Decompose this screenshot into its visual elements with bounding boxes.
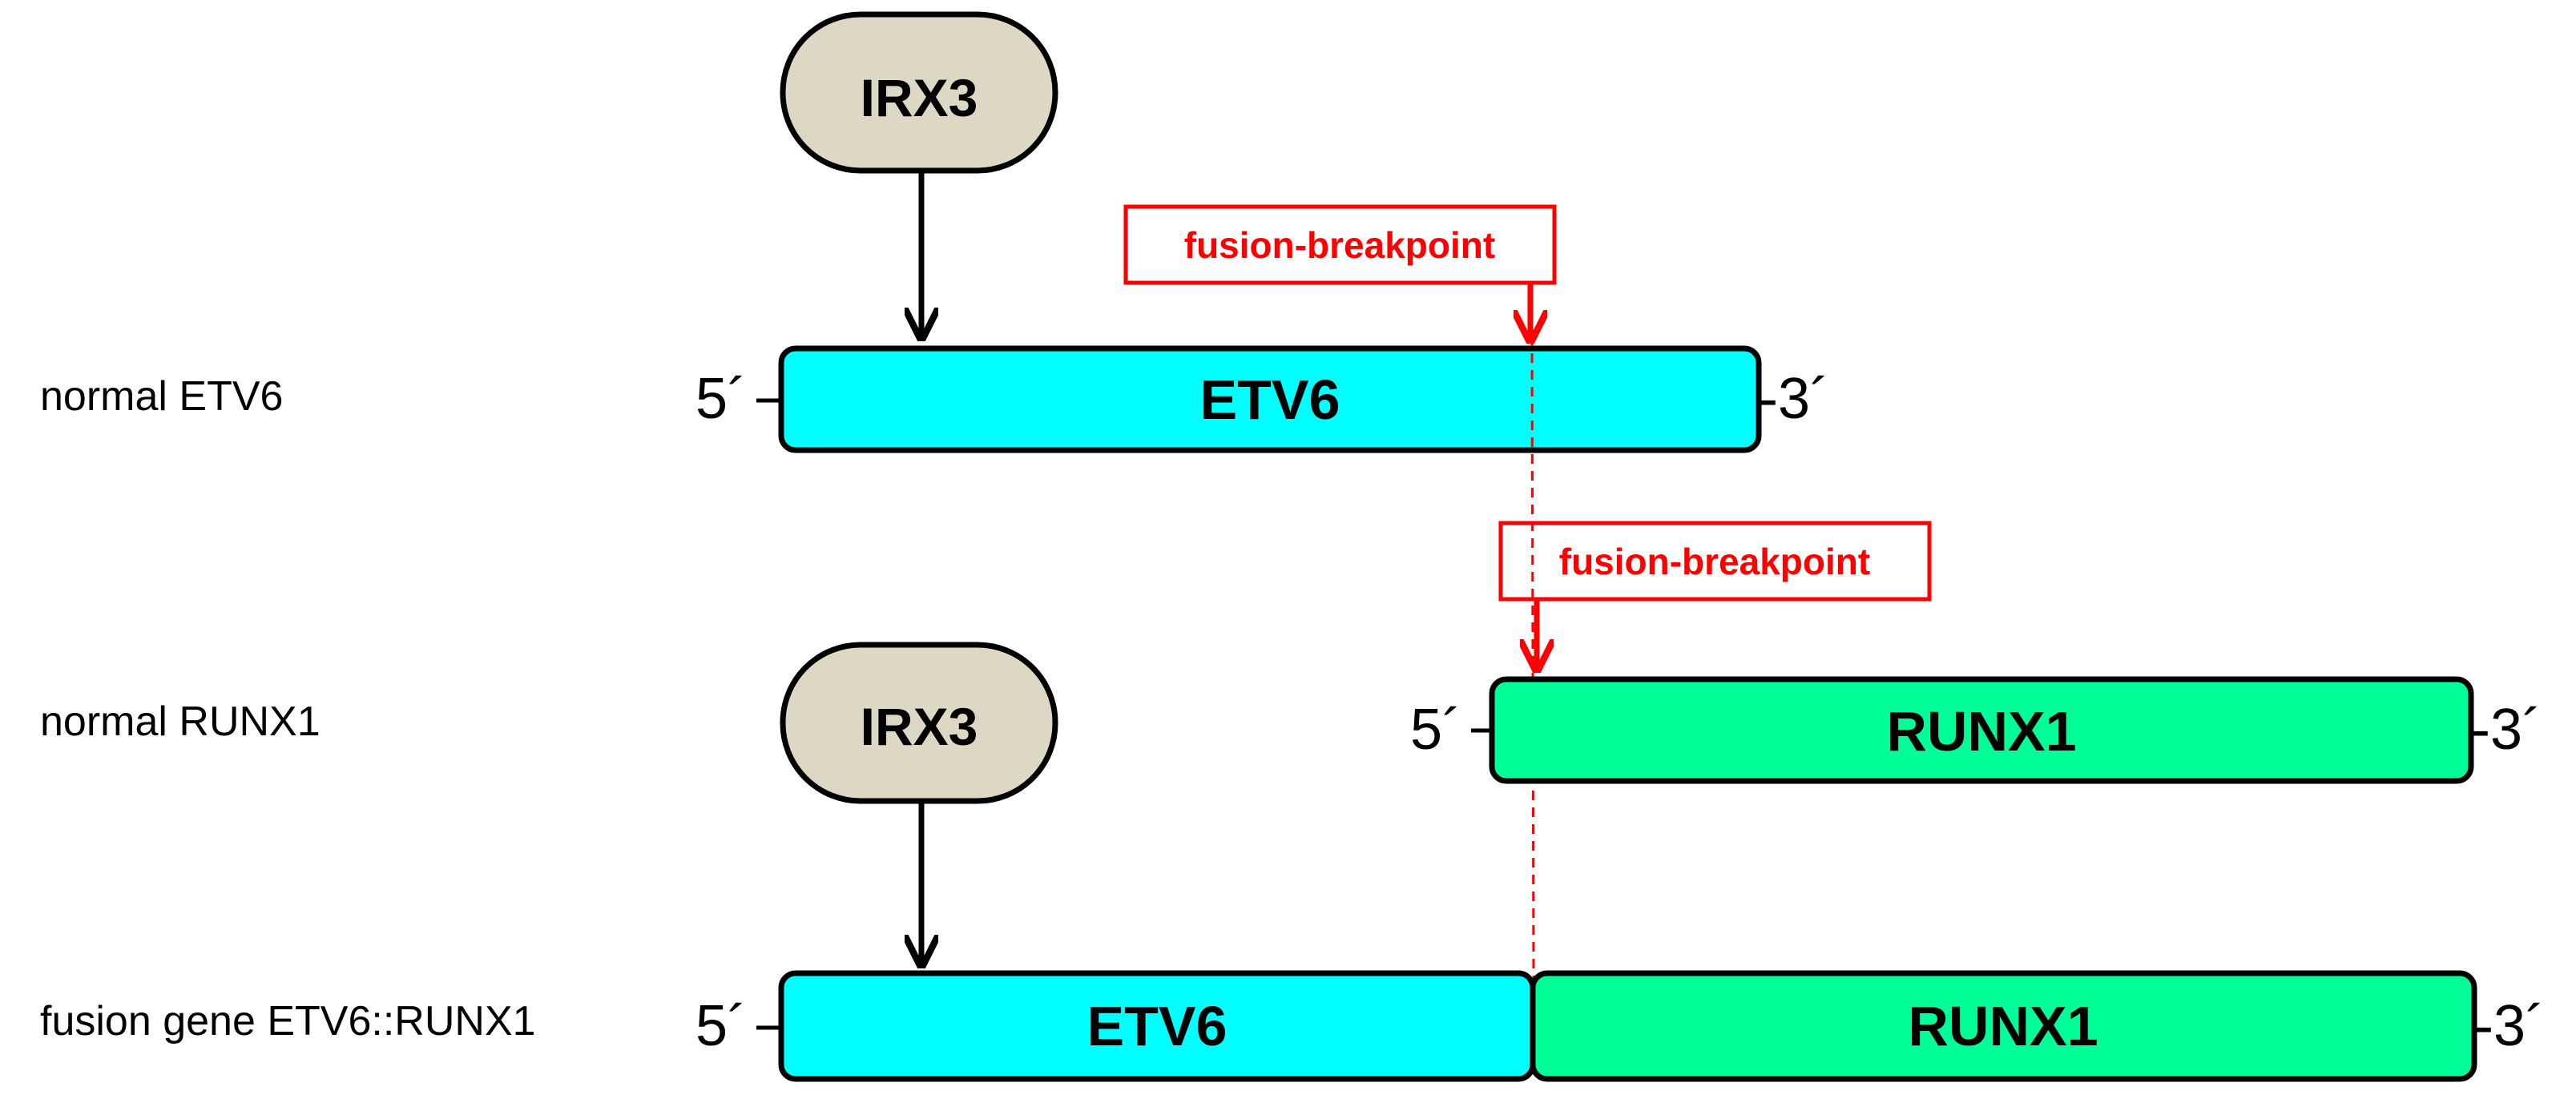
irx3-factor-top: IRX3: [780, 11, 1058, 174]
fusion-etv6-label: ETV6: [1086, 995, 1227, 1057]
runx1-3prime: -3´: [2471, 698, 2542, 762]
row-label-fusion: fusion gene ETV6::RUNX1: [40, 998, 536, 1045]
breakpoint-label-etv6: fusion-breakpoint: [1184, 224, 1495, 266]
fusion-runx1-box: [1530, 970, 2477, 1082]
breakpoint-label-runx1: fusion-breakpoint: [1559, 541, 1870, 582]
breakpoint-box-runx1: [1498, 521, 1932, 602]
etv6-3prime: -3´: [1759, 367, 1829, 431]
fusion-breakpoint-etv6: fusion-breakpoint: [1123, 204, 1557, 340]
breakpoint-alignment-line: [1530, 336, 1535, 980]
etv6-5prime: 5´: [695, 367, 747, 431]
irx3-label-top: IRX3: [861, 68, 978, 127]
irx3-factor-bottom: IRX3: [780, 642, 1058, 804]
runx1-gene-box: [1489, 676, 2474, 784]
fusion-runx1-label: RUNX1: [1908, 995, 2098, 1057]
breakpoint-box-etv6: [1123, 204, 1557, 285]
runx1-gene-label: RUNX1: [1886, 700, 2076, 763]
irx3-label-bottom: IRX3: [861, 697, 978, 756]
row-label-normal-runx1: normal RUNX1: [40, 698, 320, 745]
etv6-gene-label: ETV6: [1199, 368, 1340, 431]
row-label-normal-etv6: normal ETV6: [40, 373, 283, 420]
fusion-5prime: 5´: [695, 994, 747, 1058]
fusion-breakpoint-runx1: fusion-breakpoint: [1498, 521, 1932, 670]
fusion-3prime: -3´: [2474, 994, 2545, 1058]
etv6-gene-box: [778, 345, 1762, 453]
runx1-5prime: 5´: [1410, 698, 1461, 762]
